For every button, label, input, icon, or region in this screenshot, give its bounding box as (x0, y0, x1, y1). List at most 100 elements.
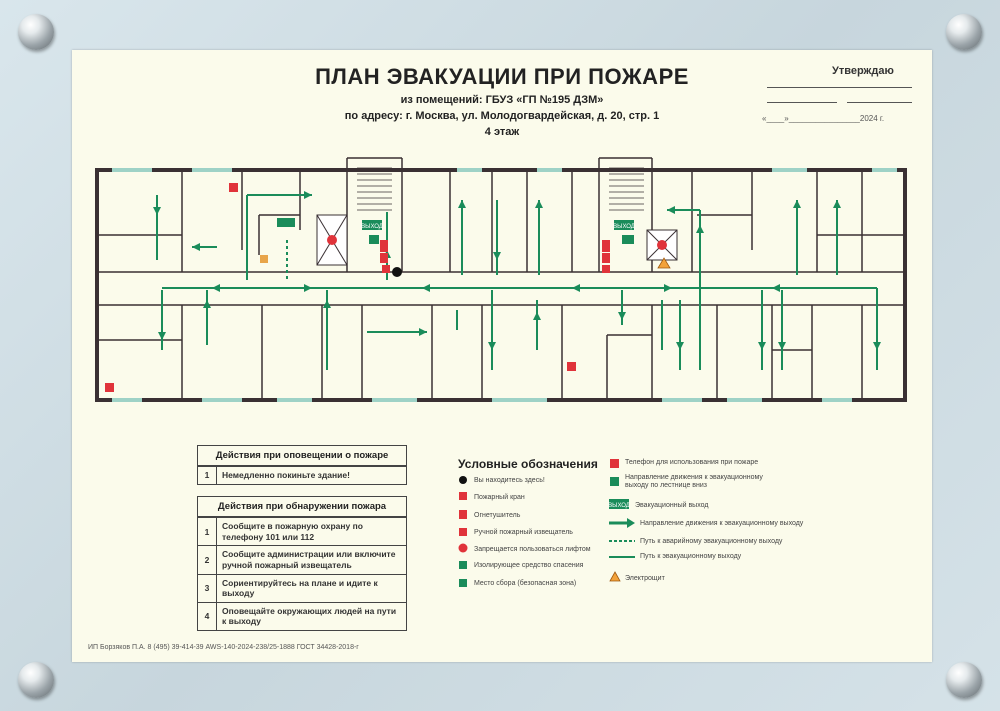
arrow-up (833, 200, 841, 208)
legend-label: Изолирующее средство спасения (474, 562, 584, 569)
svg-text:ВЫХОД: ВЫХОД (361, 224, 383, 230)
electric-hazard-icon (260, 255, 268, 263)
stairwell-right (609, 167, 644, 211)
evacuation-routes (156, 194, 878, 370)
arrow-up (323, 300, 331, 308)
row-number: 3 (198, 574, 217, 602)
electric-hazard-icon (609, 571, 621, 582)
row-text: Сообщите администрации или включите ручн… (222, 549, 396, 570)
arrow-down (873, 342, 881, 350)
plan-title: ПЛАН ЭВАКУАЦИИ ПРИ ПОЖАРЕ (315, 64, 689, 89)
stairwell-left (357, 167, 392, 211)
no-elevator-icon (327, 235, 337, 245)
exit-sign-icon (609, 499, 629, 509)
arrow-down (488, 342, 496, 350)
arrow-up (696, 225, 704, 233)
footer-publisher: ИП Борзяков П.А. 8 (495) 39-414-39 AWS-1… (88, 644, 359, 651)
evacuation-plan-sheet: ПЛАН ЭВАКУАЦИИ ПРИ ПОЖАРЕ из помещений: … (72, 50, 932, 662)
fire-equipment (105, 183, 610, 392)
bottom-partitions (97, 305, 863, 400)
row-text: Сориентируйтесь на плане и идите к выход… (222, 577, 378, 599)
arrow-right (664, 284, 672, 292)
walls (95, 157, 907, 402)
legend-title: Условные обозначения (458, 457, 598, 471)
arrow-down (778, 342, 786, 350)
assembly-point-icon (277, 218, 295, 227)
legend-label: Запрещается пользоваться лифтом (474, 546, 591, 553)
approval-line (767, 102, 837, 103)
table-actions-notice: Действия при оповещении о пожаре 1 Немед… (197, 445, 407, 485)
legend-label: Вы находитесь здесь! (474, 477, 545, 484)
legend-label: Эвакуационный выход (635, 502, 709, 509)
row-text: Немедленно покиньте здание! (222, 470, 350, 480)
arrow-left (667, 206, 675, 214)
arrow-right (304, 284, 312, 292)
fire-hydrant-icon (602, 240, 610, 252)
top-partitions (97, 157, 905, 272)
screw-bottom-left-icon (18, 662, 54, 698)
arrow-right (304, 191, 312, 199)
extinguisher-icon (602, 253, 610, 263)
plan-subtitle-premises: из помещений: ГБУЗ «ГП №195 ДЗМ» (400, 94, 604, 106)
extinguisher-icon (380, 253, 388, 263)
self-rescue-icon (459, 561, 467, 569)
arrow-down (618, 312, 626, 320)
table-row: 2 Сообщите администрации или включите ру… (198, 545, 406, 574)
arrow-down (158, 332, 166, 340)
table-row: 3 Сориентируйтесь на плане и идите к вых… (198, 573, 406, 602)
legend-label: Место сбора (безопасная зона) (474, 580, 577, 587)
fire-hydrant-icon (380, 240, 388, 252)
exit-sign-icon: ВЫХОД (361, 220, 383, 230)
row-number: 4 (198, 602, 217, 630)
arrow-down (676, 342, 684, 350)
row-text: Оповещайте окружающих людей на пути к вы… (222, 605, 397, 627)
arrow-down (493, 252, 501, 260)
manual-call-point-icon (382, 265, 390, 273)
screw-top-right-icon (946, 14, 982, 50)
manual-call-point-icon (602, 265, 610, 273)
arrow-left (192, 243, 200, 251)
phone-icon (229, 183, 238, 192)
phone-icon (610, 459, 619, 468)
electric-hazard-icon (657, 257, 671, 269)
legend-icons-right: ВЫХОД (608, 459, 635, 582)
legend-label: Пожарный кран (474, 494, 525, 501)
stairs-direction-icon (369, 235, 379, 244)
row-text: Сообщите в пожарную охрану по телефону 1… (222, 521, 363, 542)
arrow-up (793, 200, 801, 208)
legend-label: Направление движения к эвакуационному вы… (640, 520, 804, 527)
table-row: 1 Немедленно покиньте здание! (198, 466, 406, 484)
legend-label: Телефон для использования при пожаре (625, 459, 759, 466)
arrow-right (419, 328, 427, 336)
table-header: Действия при оповещении о пожаре (198, 446, 406, 466)
legend-label: Путь к аварийному эвакуационному выходу (640, 538, 783, 545)
legend-icons-left (458, 476, 468, 587)
legend-label: Огнетушитель (474, 512, 521, 519)
exit-sign-text: ВЫХОД (608, 503, 630, 509)
arrow-down (758, 342, 766, 350)
approval-line (767, 87, 912, 88)
stairs-direction-icon (622, 235, 634, 244)
legend-label: Электрощит (625, 575, 665, 582)
legend-label: Направление движения к эвакуационному вы… (625, 474, 763, 490)
you-are-here-icon (459, 476, 467, 484)
table-row: 4 Оповещайте окружающих людей на пути к … (198, 601, 406, 630)
main-arrow-head (627, 518, 635, 528)
arrow-left (772, 284, 780, 292)
floor-plan: ВЫХОД ВЫХОД (95, 157, 907, 402)
arrow-left (572, 284, 580, 292)
screw-top-left-icon (18, 14, 54, 50)
approval-line (847, 102, 912, 103)
no-elevator-icon (458, 543, 468, 553)
manual-call-point-icon (459, 528, 467, 536)
table-actions-detect: Действия при обнаружении пожара 1 Сообщи… (197, 496, 407, 631)
arrow-up (203, 300, 211, 308)
legend-label: Путь к эвакуационному выходу (640, 553, 742, 560)
arrow-left (212, 284, 220, 292)
exit-sign-icon: ВЫХОД (613, 220, 635, 230)
arrow-up (533, 312, 541, 320)
row-number: 1 (198, 467, 217, 484)
plan-subtitle-address: по адресу: г. Москва, ул. Молодогвардейс… (344, 110, 660, 122)
stairs-direction-icon (610, 477, 619, 486)
